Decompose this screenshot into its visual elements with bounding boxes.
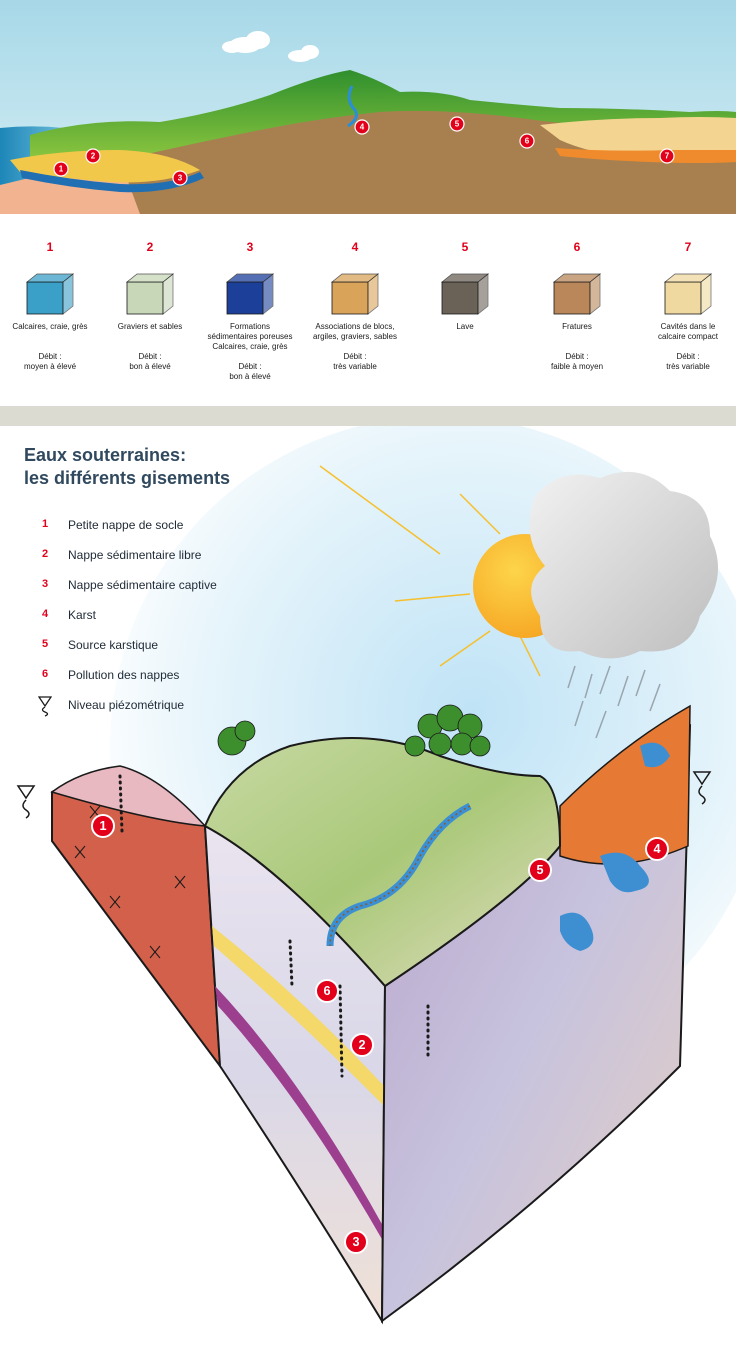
block-badge-3: 3: [345, 1231, 367, 1253]
svg-text:4: 4: [360, 123, 365, 132]
svg-text:4: 4: [653, 842, 660, 856]
legend-debit: Débit : très variable: [633, 352, 736, 372]
title-line-1: Eaux souterraines:: [24, 444, 230, 467]
legend-debit: Débit : très variable: [300, 352, 410, 372]
legend-label: Fratures: [522, 322, 632, 342]
key-text: Source karstique: [68, 638, 158, 652]
legend-label: Calcaires, craie, grès: [0, 322, 105, 342]
top-badge-7: 7: [660, 149, 674, 163]
svg-text:5: 5: [536, 863, 543, 877]
svg-text:6: 6: [525, 137, 530, 146]
landscape-cross-section: 1 2 3 4 5 6 7: [0, 0, 736, 214]
legend-debit: Débit : faible à moyen: [522, 352, 632, 372]
cube-icon: [225, 272, 275, 316]
block-badge-4: 4: [646, 838, 668, 860]
key-number: 2: [38, 548, 52, 560]
key-text: Pollution des nappes: [68, 668, 179, 682]
block-diagram: 1 2 3 4 5 6: [0, 426, 736, 1348]
title-line-2: les différents gisements: [24, 467, 230, 490]
legend-number: 7: [633, 238, 736, 256]
legend-number: 2: [95, 238, 205, 256]
key-number: 6: [38, 668, 52, 680]
piezometric-level-icon: [18, 786, 34, 818]
key-text: Niveau piézométrique: [68, 698, 184, 712]
block-badge-5: 5: [529, 859, 551, 881]
svg-text:2: 2: [91, 152, 96, 161]
svg-text:6: 6: [323, 984, 330, 998]
cube-icon: [330, 272, 380, 316]
legend-debit: Débit : moyen à élevé: [0, 352, 105, 372]
key-text: Karst: [68, 608, 96, 622]
legend-number: 1: [0, 238, 105, 256]
key-number: 3: [38, 578, 52, 590]
top-badge-1: 1: [54, 162, 68, 176]
key-text: Nappe sédimentaire captive: [68, 578, 217, 592]
legend-number: 6: [522, 238, 632, 256]
piezometric-level-icon: [38, 695, 52, 717]
legend-number: 5: [410, 238, 520, 256]
cube-icon: [25, 272, 75, 316]
svg-text:3: 3: [352, 1235, 359, 1249]
svg-text:1: 1: [59, 165, 64, 174]
legend-number: 3: [195, 238, 305, 256]
cube-icon: [125, 272, 175, 316]
svg-text:7: 7: [665, 152, 670, 161]
key-text: Nappe sédimentaire libre: [68, 548, 201, 562]
page-title: Eaux souterraines: les différents giseme…: [24, 444, 230, 490]
legend-label: Graviers et sables: [95, 322, 205, 342]
key-number: 1: [38, 518, 52, 530]
block-badge-2: 2: [351, 1034, 373, 1056]
cube-icon: [440, 272, 490, 316]
svg-text:2: 2: [358, 1038, 365, 1052]
top-badge-5: 5: [450, 117, 464, 131]
legend-label: Cavités dans le calcaire compact: [633, 322, 736, 342]
key-number: 5: [38, 638, 52, 650]
top-badge-2: 2: [86, 149, 100, 163]
block-badge-6: 6: [316, 980, 338, 1002]
top-badge-6: 6: [520, 134, 534, 148]
top-badge-4: 4: [355, 120, 369, 134]
svg-text:5: 5: [455, 120, 460, 129]
legend-number: 4: [300, 238, 410, 256]
cube-icon: [552, 272, 602, 316]
legend-label: Associations de blocs, argiles, graviers…: [300, 322, 410, 342]
section-divider: [0, 406, 736, 426]
legend-debit: Débit : bon à élevé: [95, 352, 205, 372]
svg-text:3: 3: [178, 174, 183, 183]
groundwater-block-section: 1 2 3 4 5 6 Eaux souterraines: les différents…: [0, 426, 736, 1348]
cube-icon: [663, 272, 713, 316]
legend-debit: Débit : bon à élevé: [195, 362, 305, 382]
legend-label: Lave: [410, 322, 520, 342]
key-number: 4: [38, 608, 52, 620]
block-badge-1: 1: [92, 815, 114, 837]
legend-label: Formations sédimentaires poreuses Calcai…: [195, 322, 305, 352]
key-text: Petite nappe de socle: [68, 518, 183, 532]
svg-text:1: 1: [99, 819, 106, 833]
top-badge-3: 3: [173, 171, 187, 185]
